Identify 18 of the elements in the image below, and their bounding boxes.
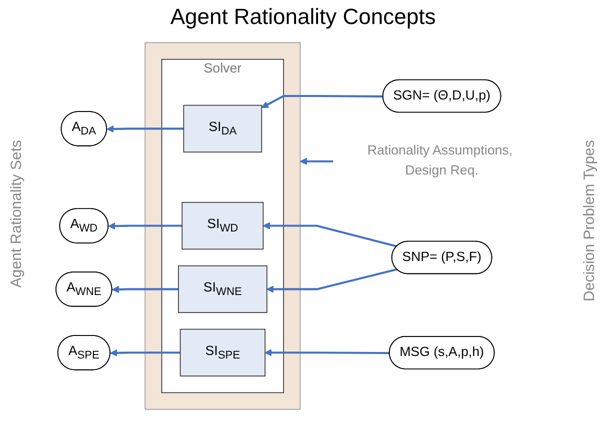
arrow: [106, 125, 184, 133]
node-box: SI$_{SPE}$: [180, 328, 266, 376]
node-box: SI$_{WD}$: [182, 202, 264, 250]
side-label: Decision Problem Types: [581, 140, 598, 302]
arrow: [264, 348, 390, 356]
diagram-title: Agent Rationality Concepts: [169, 4, 437, 30]
cluster: [144, 42, 301, 410]
side-label: Agent Rationality Sets: [8, 140, 25, 288]
node-text: Rationality Assumptions, Design Req.: [367, 144, 513, 178]
node-box: SI$_{WNE}$: [178, 265, 268, 314]
arrow: [112, 286, 178, 294]
arrow: [108, 222, 182, 230]
arrow: [261, 94, 384, 108]
node-box: SI$_{DA}$: [183, 104, 262, 152]
arrow: [262, 222, 398, 248]
arrow: [110, 349, 180, 357]
arrow: [266, 268, 398, 293]
arrow: [300, 158, 334, 166]
